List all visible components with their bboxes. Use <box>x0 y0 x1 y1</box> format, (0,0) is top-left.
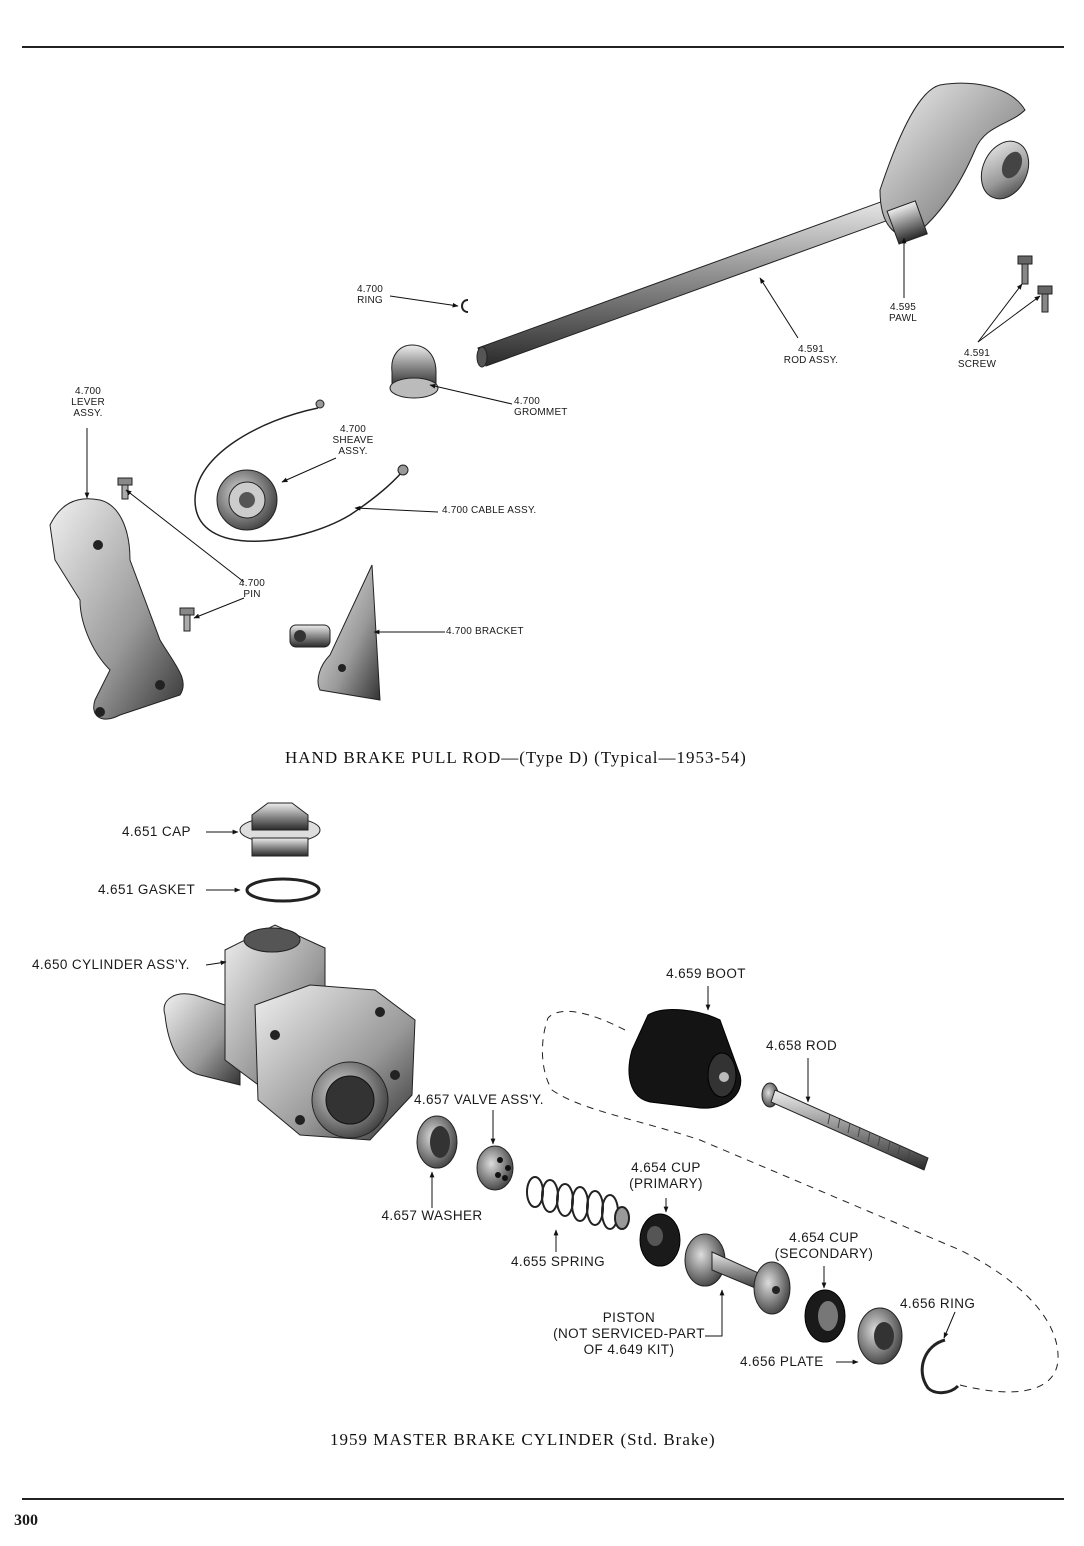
bottom-rule <box>22 1498 1064 1500</box>
secondary-cup-part <box>804 1289 846 1343</box>
label-pin: 4.700 PIN <box>238 578 266 600</box>
label-valve-assy: 4.657 VALVE ASS'Y. <box>414 1092 544 1107</box>
label-washer: 4.657 WASHER <box>381 1208 483 1223</box>
grommet-part <box>389 344 439 399</box>
cap-part <box>239 802 321 857</box>
label-ring: 4.700 RING <box>356 284 384 306</box>
gasket-part <box>245 877 321 903</box>
lever-part <box>49 498 184 720</box>
hand-brake-leaders <box>84 237 1041 635</box>
label-grommet: 4.700 GROMMET <box>514 396 568 418</box>
cylinder-body <box>163 924 416 1141</box>
plate-part <box>857 1307 903 1365</box>
label-cap: 4.651 CAP <box>122 824 191 839</box>
label-spring: 4.655 SPRING <box>510 1254 606 1269</box>
pull-rod <box>476 194 909 368</box>
ring-part <box>461 299 469 313</box>
assembly-dashed-path <box>541 1010 1059 1393</box>
label-sheave-assy: 4.700 SHEAVE ASSY. <box>332 424 374 457</box>
top-rule <box>22 46 1064 48</box>
master-cylinder-caption: 1959 MASTER BRAKE CYLINDER (Std. Brake) <box>330 1430 716 1449</box>
label-lever-assy: 4.700 LEVER ASSY. <box>71 386 105 419</box>
label-screw: 4.591 SCREW <box>957 348 997 370</box>
master-cylinder-leaders <box>205 829 956 1365</box>
label-push-rod: 4.658 ROD <box>766 1038 838 1053</box>
boot-part <box>628 1009 742 1109</box>
page-number: 300 <box>14 1512 38 1529</box>
label-gasket: 4.651 GASKET <box>98 882 196 897</box>
pull-handle <box>879 82 1030 245</box>
label-cylinder-assy: 4.650 CYLINDER ASS'Y. <box>32 957 190 972</box>
spring-part <box>526 1176 630 1230</box>
label-piston: PISTON (NOT SERVICED-PART OF 4.649 KIT) <box>553 1310 705 1357</box>
sheave-cable <box>194 399 409 542</box>
label-cup-secondary: 4.654 CUP (SECONDARY) <box>774 1230 874 1261</box>
screws <box>1017 255 1053 313</box>
snap-ring-part <box>920 1338 960 1395</box>
label-cable-assy: 4.700 CABLE ASSY. <box>442 505 537 516</box>
label-snap-ring: 4.656 RING <box>900 1296 976 1311</box>
primary-cup-part <box>639 1213 681 1267</box>
piston-part <box>684 1233 791 1315</box>
valve-part <box>476 1145 514 1191</box>
label-rod-assy: 4.591 ROD ASSY. <box>783 344 839 366</box>
push-rod-part <box>761 1082 929 1171</box>
label-boot: 4.659 BOOT <box>666 966 746 981</box>
label-plate: 4.656 PLATE <box>740 1354 824 1369</box>
label-bracket: 4.700 BRACKET <box>446 626 524 637</box>
hand-brake-caption: HAND BRAKE PULL ROD—(Type D) (Typical—19… <box>285 748 747 767</box>
label-pawl: 4.595 PAWL <box>888 302 918 324</box>
label-cup-primary: 4.654 CUP (PRIMARY) <box>629 1160 703 1191</box>
bracket-part <box>289 564 381 701</box>
washer-part <box>416 1115 458 1169</box>
